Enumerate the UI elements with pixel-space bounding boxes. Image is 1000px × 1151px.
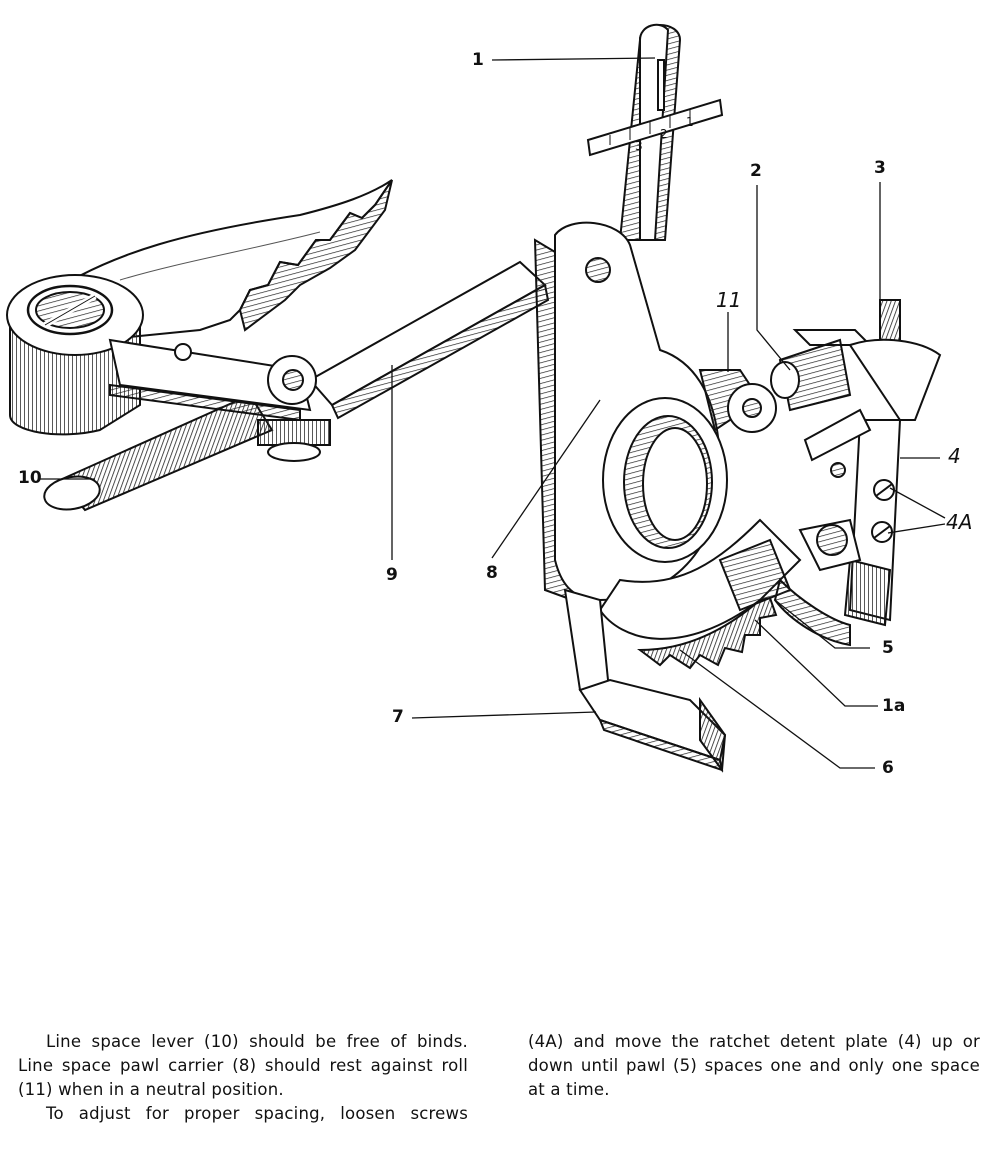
callout-10: 10: [18, 468, 42, 488]
callout-8: 8: [486, 563, 498, 583]
callout-1a: 1a: [882, 696, 906, 716]
callout-5: 5: [882, 638, 894, 658]
callout-11: 11: [716, 288, 742, 312]
callout-7: 7: [392, 707, 404, 727]
pawl-carrier-plate: [533, 221, 728, 612]
scale-mark-1: 1: [686, 115, 694, 129]
callout-3: 3: [874, 158, 886, 178]
callout-1: 1: [472, 50, 484, 70]
callout-4: 4: [948, 444, 961, 468]
detent-plate-assembly: [770, 299, 942, 647]
roll-11: [698, 369, 777, 433]
paragraph-adjust-end: (4A) and move the ratchet detent plate (…: [528, 1032, 980, 1099]
instructions-right-column: (4A) and move the ratchet detent plate (…: [528, 1030, 980, 1102]
ratchet-segment: [598, 518, 802, 670]
instructions-left-column: Line space lever (10) should be free of …: [18, 1030, 468, 1126]
scale-mark-3: 3: [635, 139, 643, 153]
paragraph-binds: Line space lever (10) should be free of …: [18, 1032, 468, 1099]
scale-mark-2: 2: [660, 127, 668, 141]
connecting-bar: [257, 260, 550, 462]
line-space-mechanism-illustration: 3 2 1: [6, 23, 946, 773]
spacing-scale-pointer: 3 2 1: [586, 23, 724, 241]
link-arm: [108, 338, 312, 422]
paragraph-adjust-start: To adjust for proper spacing, loosen scr…: [46, 1104, 468, 1123]
callout-4a: 4A: [946, 510, 973, 534]
callout-9: 9: [386, 565, 398, 585]
lever-pivot-hub: [6, 274, 144, 436]
callout-6: 6: [882, 758, 894, 778]
lower-foot: [563, 588, 727, 773]
leader-lines: [40, 57, 946, 769]
callout-2: 2: [750, 161, 762, 181]
